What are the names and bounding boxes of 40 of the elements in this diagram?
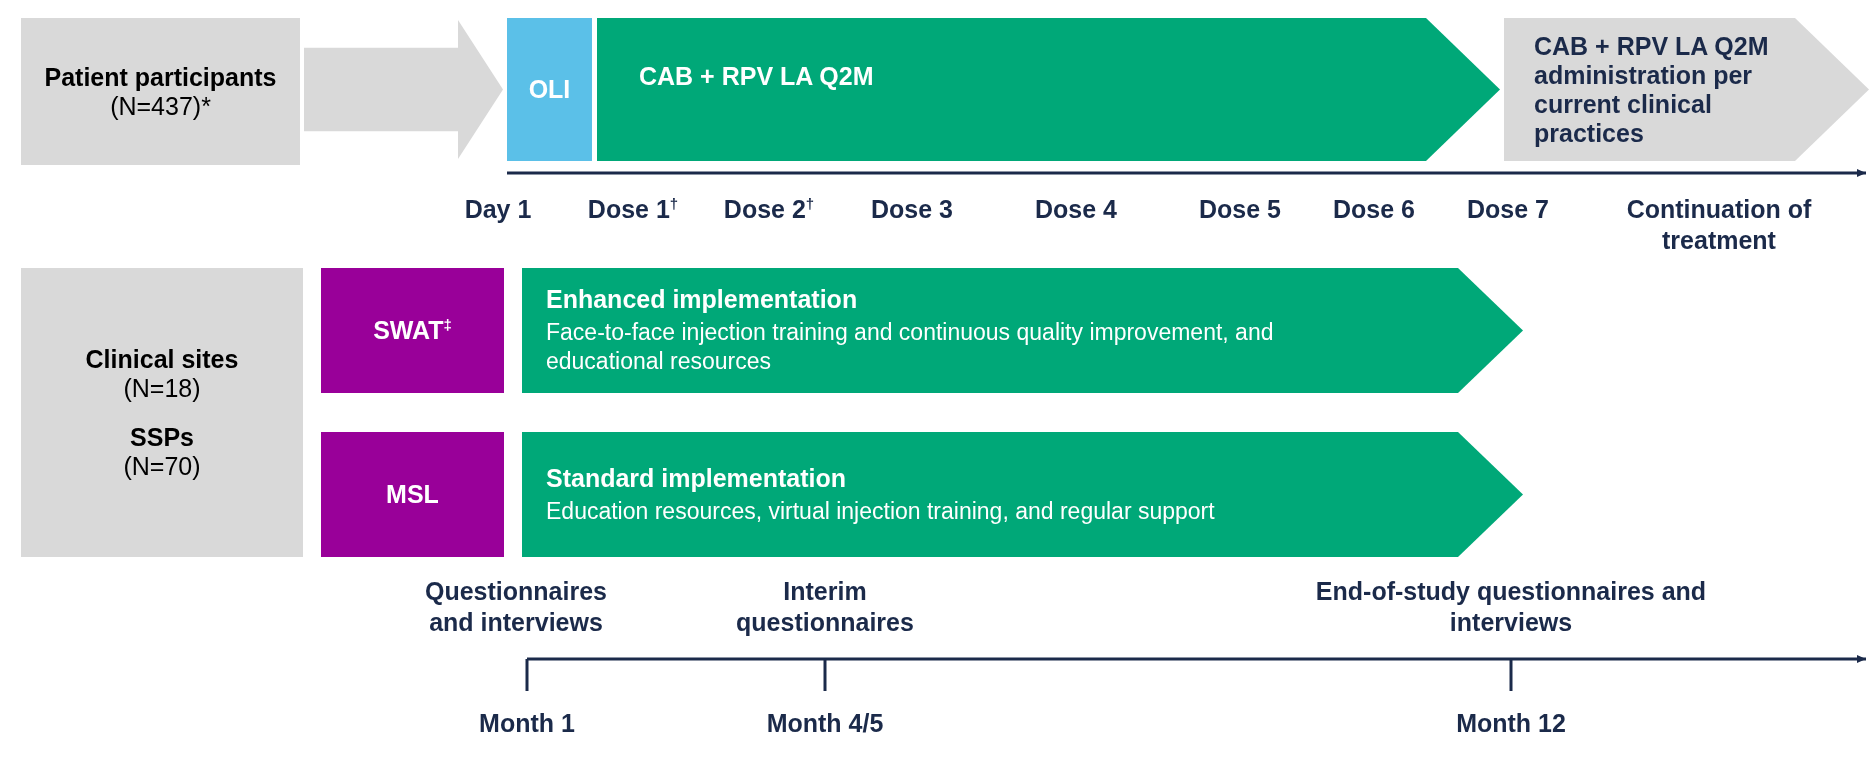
arm-banner <box>522 268 1523 393</box>
arm-description: Education resources, virtual injection training, and regular support <box>546 496 1216 526</box>
phase-banner <box>1504 18 1869 161</box>
group-box <box>21 268 303 557</box>
phase-banner <box>597 18 1500 161</box>
timepoint-label: Dose 1$^{†}$ <box>587 194 679 225</box>
assessment-label: Questionnaires and interviews <box>424 576 608 638</box>
month-label: Month 12 <box>1456 708 1566 739</box>
group-title: SSPs <box>129 422 195 452</box>
arm-title: Standard implementation <box>546 463 848 493</box>
timepoint-label: Dose 5 <box>1199 194 1281 225</box>
arm-description: Face-to-face injection training and continuous quality improvement, and educational resources <box>546 318 1275 376</box>
block-arrow <box>304 20 503 159</box>
node-label: MSL <box>385 480 440 509</box>
count-text: (N=18) <box>122 373 202 403</box>
timepoint-label: Day 1 <box>464 194 532 225</box>
node-label: CAB + RPV LA Q2M <box>639 62 875 91</box>
group-title: Patient participants <box>43 62 278 92</box>
arm-title: Enhanced implementation <box>546 285 859 314</box>
node-label: OLI <box>527 75 572 104</box>
month-label: Month 1 <box>479 708 575 739</box>
node-label: CAB + RPV LA Q2M administration per current clinical practices <box>1534 31 1770 148</box>
count-text: (N=437)* <box>109 91 212 121</box>
timepoint-label: Dose 6 <box>1333 194 1415 225</box>
timepoint-label: Continuation of treatment <box>1625 194 1813 256</box>
assessment-label: Interim questionnaires <box>735 576 915 638</box>
timepoint-label: Dose 3 <box>871 194 953 225</box>
phase-box <box>507 18 592 161</box>
arm-box <box>321 432 504 557</box>
timepoint-label: Dose 2$^{†}$ <box>723 194 815 225</box>
month-label: Month 4/5 <box>766 708 884 739</box>
arm-box <box>321 268 504 393</box>
timepoint-label: Dose 7 <box>1467 194 1549 225</box>
node-label: SWAT$^{‡}$ <box>372 316 453 345</box>
timepoint-label: Dose 4 <box>1035 194 1117 225</box>
arm-banner <box>522 432 1523 557</box>
count-text: (N=70) <box>122 451 202 481</box>
assessment-label: End-of-study questionnaires and interviews <box>1314 576 1708 638</box>
group-box <box>21 18 300 165</box>
group-title: Clinical sites <box>84 344 240 374</box>
